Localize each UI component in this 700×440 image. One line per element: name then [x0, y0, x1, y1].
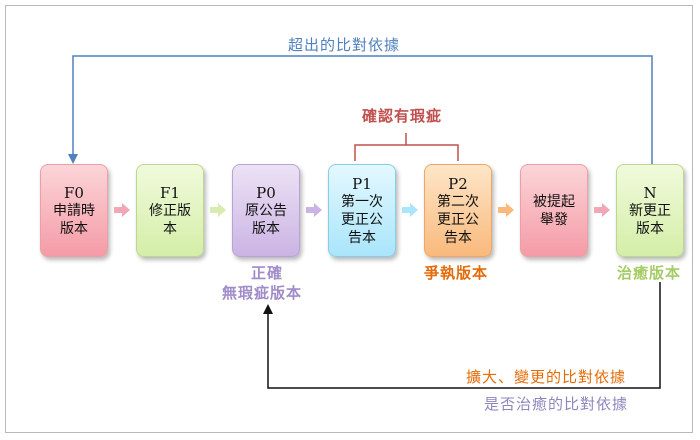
box-text-line: 第一次	[341, 193, 383, 210]
box-code: F1	[160, 183, 180, 202]
box-invalidation-raised: 被提起 舉發	[520, 164, 588, 257]
box-text-line: 修正版	[149, 202, 191, 219]
top-loop-line	[68, 55, 653, 164]
box-p1-first-correction: P1 第一次 更正公 告本	[328, 164, 396, 257]
box-text-line: 版本	[636, 220, 664, 237]
flow-arrow-icon	[114, 203, 130, 217]
box-text-line: 版本	[252, 220, 280, 237]
defect-bracket	[354, 144, 459, 161]
diagram-frame	[5, 5, 693, 433]
cure-version-label: 治癒版本	[617, 264, 682, 282]
top-loop-label: 超出的比對依據	[288, 36, 401, 54]
box-n-new-correction: N 新更正 版本	[616, 164, 684, 257]
box-code: P1	[352, 174, 372, 193]
defect-bracket-label: 確認有瑕疵	[362, 107, 443, 125]
disputed-version-label: 爭執版本	[424, 264, 489, 282]
flow-arrow-icon	[498, 203, 514, 217]
box-text-line: 版本	[60, 220, 88, 237]
box-code: P0	[256, 183, 276, 202]
box-text-line: 舉發	[540, 211, 568, 228]
flow-arrow-icon	[594, 203, 610, 217]
box-f0-application-version: F0 申請時 版本	[40, 164, 108, 257]
correct-label: 正確	[251, 264, 284, 282]
flow-arrow-icon	[402, 203, 418, 217]
box-text-line: 更正公	[437, 211, 479, 228]
box-text-line: 第二次	[437, 193, 479, 210]
box-text-line: 被提起	[533, 193, 575, 210]
box-code: P2	[448, 174, 468, 193]
box-text-line: 告本	[444, 229, 472, 246]
box-text-line: 更正公	[341, 211, 383, 228]
no-defect-version-label: 無瑕疵版本	[222, 284, 303, 302]
bottom-loop-line	[263, 282, 661, 389]
box-code: F0	[64, 183, 84, 202]
box-text-line: 原公告	[245, 202, 287, 219]
box-text-line: 申請時	[53, 202, 95, 219]
cure-basis-label: 是否治癒的比對依據	[484, 395, 629, 413]
box-p0-original-publication: P0 原公告 版本	[232, 164, 300, 257]
box-text-line: 告本	[348, 229, 376, 246]
box-p2-second-correction: P2 第二次 更正公 告本	[424, 164, 492, 257]
box-text-line: 本	[163, 220, 177, 237]
box-code: N	[643, 183, 657, 202]
expand-change-basis-label: 擴大、變更的比對依據	[466, 368, 627, 386]
flow-arrow-icon	[306, 203, 322, 217]
box-f1-amended-version: F1 修正版 本	[136, 164, 204, 257]
box-text-line: 新更正	[629, 202, 671, 219]
flow-arrow-icon	[210, 203, 226, 217]
